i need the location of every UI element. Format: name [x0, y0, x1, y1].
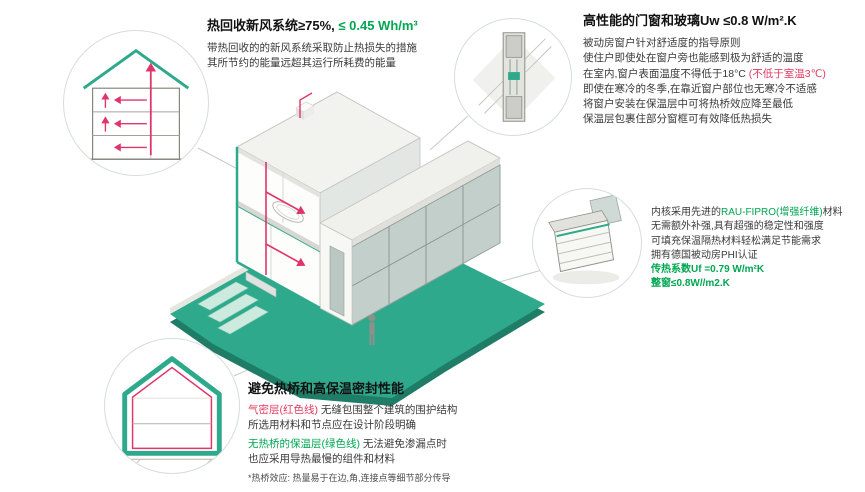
ventilation-title-metric: ≤ 0.45 Wh/m³ [338, 18, 418, 33]
ventilation-body-line: 带热回收的的新风系统采取防止热损失的措施 [207, 42, 417, 54]
ventilation-circle [63, 30, 209, 176]
ventilation-title-main: 热回收新风系统≥75%, [207, 18, 339, 33]
profile-body-line: 拥有德国被动房PHI认证 [651, 249, 758, 261]
window-detail-circle [454, 18, 572, 136]
windows-temp-text: 在室内,窗户表面温度不得低于18°C [583, 67, 749, 80]
insulation-layer-label: 无热桥的保温层(绿色线) [248, 438, 360, 450]
insulation-layer-text: 无法避免渗漏点时 [360, 438, 447, 450]
windows-body-line: 被动房窗户针对舒适度的指导原则 [583, 37, 741, 49]
thermal-body-line: 无热桥的保温层(绿色线) 无法避免渗漏点时 [248, 437, 588, 452]
profile-text-block: 内核采用先进的RAU-FIPRO(增强纤维)材料 无需额外补强,具有超强的稳定性… [651, 206, 863, 292]
window-profile-3d-render [548, 194, 622, 285]
profile-body-line: 无需额外补强,具有超强的稳定性和强度 [651, 221, 824, 233]
airflow-arrows [101, 92, 147, 152]
window-profile-circle [532, 188, 642, 298]
thermal-body-line: 也应采用导热最慢的组件和材料 [248, 453, 395, 465]
windows-body-line: 使住户即使处在窗户旁也能感到极为舒适的温度 [583, 52, 804, 65]
windows-body-line: 保温层包裹住部分窗框可有效降低热损失 [583, 113, 772, 126]
house-section-insulation-envelope-diagram [114, 356, 230, 468]
envelope-circle [104, 338, 240, 474]
building [235, 91, 502, 345]
airtight-layer-red-line [131, 366, 213, 450]
airtight-layer-label: 气密层(红色线) [248, 404, 318, 416]
roof-duct-line [299, 92, 313, 118]
thermal-text-block: 避免热桥和高保温密封性能 气密层(红色线) 无缝包围整个建筑的围护结构 所选用材… [248, 378, 588, 486]
windows-temp-note: (不低于室温3℃) [748, 67, 826, 80]
thermal-footnote: *热桥效应: 热量易于在边,角,连接点等细节部分传导 [248, 473, 451, 483]
entry-door [329, 245, 345, 317]
cutaway-interior [235, 146, 321, 310]
house-section-air-circulation-diagram [82, 48, 190, 160]
window-frame-section-detail [472, 32, 556, 122]
ventilation-text-block: 热回收新风系统≥75%, ≤ 0.45 Wh/m³ 带热回收的的新风系统采取防止… [207, 15, 477, 71]
profile-line1-suffix: 材料 [822, 207, 843, 218]
windows-body-line: 将窗户安装在保温层中可将热桥效应降至最低 [583, 98, 793, 111]
insulation-layer-green-line [122, 356, 222, 454]
ventilation-body-line: 其所节约的能量远超其运行所耗费的能量 [207, 57, 396, 69]
ventilation-ducts [265, 162, 306, 275]
thermal-body-line: 气密层(红色线) 无缝包围整个建筑的围护结构 [248, 403, 588, 418]
thermal-body-line: 所选用材料和节点应在设计阶段明确 [248, 419, 416, 431]
windows-title: 高性能的门窗和玻璃Uw ≤0.8 W/m².K [583, 13, 797, 28]
windows-body-line: 在室内,窗户表面温度不得低于18°C (不低于室温3℃) [583, 67, 861, 82]
profile-material-name: RAU-FIPRO(增强纤维) [721, 207, 823, 218]
profile-body-line: 可填充保温隔热材料轻松满足节能需求 [651, 235, 821, 247]
profile-body-line: 内核采用先进的RAU-FIPRO(增强纤维)材料 [651, 206, 863, 220]
person-figure [368, 314, 376, 345]
windows-text-block: 高性能的门窗和玻璃Uw ≤0.8 W/m².K 被动房窗户针对舒适度的指导原则 … [583, 10, 861, 128]
profile-metric-window: 整窗≤0.8W//m2.K [651, 278, 730, 290]
profile-line1-prefix: 内核采用先进的 [651, 207, 721, 218]
thermal-title: 避免热桥和高保温密封性能 [248, 381, 405, 396]
windows-body-line: 即使在寒冷的冬季,在靠近窗户部位也无寒冷不适感 [583, 82, 817, 95]
kitchen-counter [245, 271, 277, 298]
airtight-layer-text: 无缝包围整个建筑的围护结构 [318, 404, 458, 416]
ventilation-title: 热回收新风系统≥75%, ≤ 0.45 Wh/m³ [207, 15, 477, 34]
profile-metric-uf: 传热系数Uf =0.79 W/m²K [651, 264, 765, 276]
garden-steps [197, 281, 269, 335]
